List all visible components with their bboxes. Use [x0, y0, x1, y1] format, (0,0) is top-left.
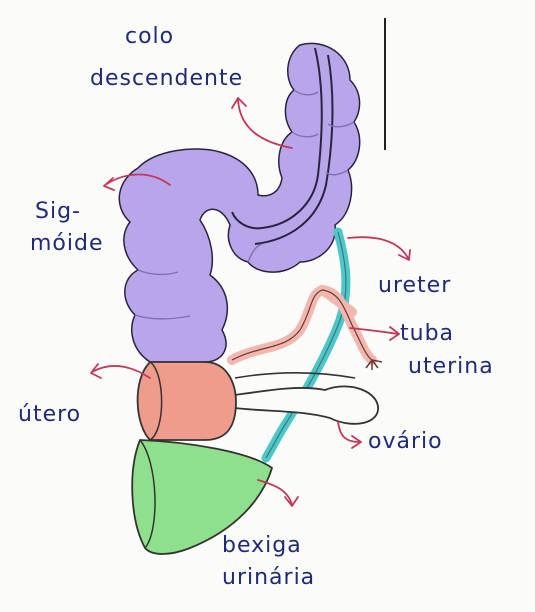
label-colo: colo: [125, 24, 174, 49]
arrow-ovario: [337, 421, 362, 449]
label-tuba: tuba: [400, 321, 454, 346]
ovary-shape: [234, 385, 379, 425]
uterus-shape: [136, 361, 237, 441]
label-urinaria: urinária: [222, 565, 315, 590]
label-utero: útero: [18, 402, 81, 427]
bladder-shape: [131, 439, 274, 555]
arrow-tuba: [349, 326, 400, 341]
arrow-ureter: [347, 236, 411, 261]
colon-shape: [118, 42, 361, 363]
label-descendente: descendente: [90, 66, 243, 91]
arrow-sigmoide: [103, 173, 171, 191]
label-bexiga: bexiga: [222, 533, 302, 558]
label-moide: móide: [30, 231, 104, 256]
arrow-colo: [231, 97, 293, 149]
label-ureter: ureter: [378, 273, 451, 298]
arrow-utero: [90, 363, 151, 379]
label-uterina: uterina: [408, 354, 494, 379]
uterine-tube-shape: [227, 284, 377, 365]
label-sig: Sig-: [35, 199, 81, 224]
arrow-bexiga: [257, 479, 299, 507]
label-ovario: ovário: [368, 429, 443, 454]
